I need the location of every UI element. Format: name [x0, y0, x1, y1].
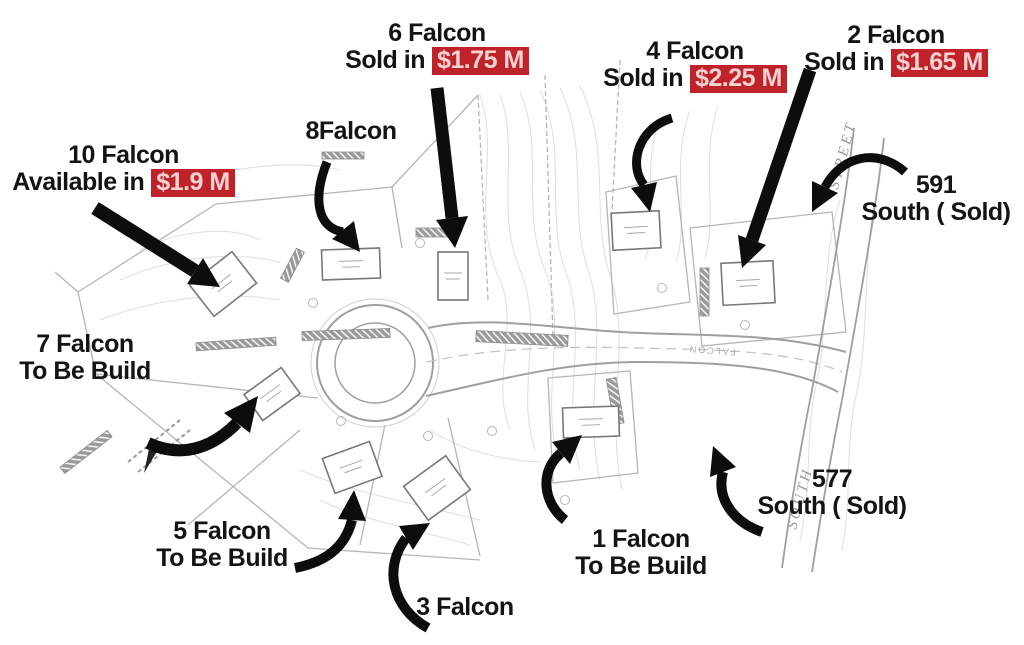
lot4-price: $2.25 M: [689, 65, 787, 93]
building-lot5: [321, 440, 384, 495]
lot10-status-line: Available in$1.9 M: [1, 169, 246, 197]
annotation-arrows: [91, 67, 908, 633]
cul-de-sac: [310, 298, 440, 428]
building-lot4: [610, 209, 662, 252]
lot1-name: 1 Falcon: [592, 525, 690, 553]
lot10-name: 10 Falcon: [68, 141, 179, 169]
arrow-south577: [710, 446, 764, 537]
annotation-lot4: 4 Falcon Sold in$2.25 M: [580, 38, 810, 93]
lot6-price: $1.75 M: [431, 47, 529, 75]
south591-status: South ( Sold): [861, 198, 1011, 226]
road-name-falcon: FALCON: [687, 344, 736, 357]
arrow-lot2: [738, 67, 817, 268]
building-lot6: [437, 251, 469, 301]
south577-status: South ( Sold): [757, 492, 907, 520]
annotation-lot5: 5 Falcon To Be Build: [134, 518, 310, 572]
annotation-south591: 591 South ( Sold): [848, 172, 1024, 226]
lot2-name: 2 Falcon: [847, 21, 945, 49]
building-lot3: [402, 454, 472, 522]
building-lot1: [561, 405, 621, 439]
lot10-status: Available in: [12, 168, 145, 196]
buildings: [188, 209, 776, 522]
annotation-lot3: 3 Falcon: [397, 594, 533, 621]
lot-boundaries: [54, 59, 847, 561]
lot10-price: $1.9 M: [151, 169, 235, 197]
lot2-status: Sold in: [804, 48, 884, 76]
lot8-name: 8Falcon: [305, 117, 397, 145]
arrow-lot4: [631, 113, 674, 212]
arrow-lot3: [388, 523, 431, 633]
building-lot10: [188, 250, 258, 318]
south-street-road: [781, 127, 885, 573]
lot7-name: 7 Falcon: [36, 330, 134, 358]
annotation-lot1: 1 Falcon To Be Build: [553, 526, 729, 580]
lot7-status: To Be Build: [19, 357, 151, 385]
annotation-lot6: 6 Falcon Sold in$1.75 M: [322, 20, 552, 75]
lot2-price: $1.65 M: [890, 49, 988, 77]
arrow-lot8: [314, 160, 360, 252]
arrow-lot10: [91, 202, 220, 287]
annotation-south577: 577 South ( Sold): [744, 466, 920, 520]
lot4-status: Sold in: [603, 64, 683, 92]
arrow-lot6: [430, 87, 468, 248]
lot1-status: To Be Build: [575, 552, 707, 580]
arrow-lot7: [145, 396, 258, 457]
building-lot2: [720, 259, 776, 307]
south591-number: 591: [915, 171, 957, 199]
retaining-walls: [59, 151, 710, 475]
building-lot8: [320, 247, 382, 281]
lot4-name: 4 Falcon: [646, 37, 744, 65]
arrow-lot1: [541, 435, 582, 524]
lot5-status: To Be Build: [156, 544, 288, 572]
lot6-status: Sold in: [345, 46, 425, 74]
lot3-name: 3 Falcon: [416, 593, 514, 621]
lot6-name: 6 Falcon: [388, 19, 486, 47]
annotation-lot7: 7 Falcon To Be Build: [0, 331, 170, 385]
annotation-lot2: 2 Falcon Sold in$1.65 M: [781, 22, 1011, 77]
south577-number: 577: [811, 465, 853, 493]
lot6-status-line: Sold in$1.75 M: [322, 47, 552, 75]
contour-lines: [99, 85, 881, 551]
lot2-status-line: Sold in$1.65 M: [781, 49, 1011, 77]
arrow-south591: [812, 153, 908, 212]
lot5-name: 5 Falcon: [173, 517, 271, 545]
annotation-lot8: 8Falcon: [288, 118, 414, 145]
annotation-lot10: 10 Falcon Available in$1.9 M: [1, 142, 246, 197]
lot4-status-line: Sold in$2.25 M: [580, 65, 810, 93]
arrow-lot5: [293, 490, 366, 573]
road: [425, 321, 847, 397]
survey-symbols: [308, 238, 750, 505]
